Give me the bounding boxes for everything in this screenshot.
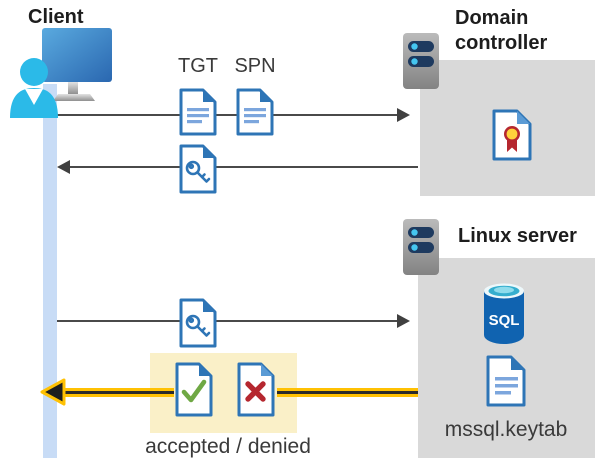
ticket-key-document-icon bbox=[179, 144, 217, 194]
client-label: Client bbox=[28, 6, 84, 28]
yellow-arrowhead-left-icon bbox=[40, 378, 66, 406]
yellow-return-arrow-shaft bbox=[277, 388, 418, 397]
certificate-document-icon bbox=[492, 109, 532, 161]
sql-icon-label: SQL bbox=[489, 312, 520, 329]
domain-controller-label: Domain controller bbox=[455, 7, 548, 54]
arrowhead-right-icon bbox=[397, 314, 410, 328]
tgt-label: TGT bbox=[178, 55, 218, 77]
arrowhead-left-icon bbox=[57, 160, 70, 174]
sql-database-icon: SQL bbox=[484, 283, 524, 344]
arrowhead-right-icon bbox=[397, 108, 410, 122]
tgt-document-icon bbox=[179, 88, 217, 136]
domain-controller-server-icon bbox=[403, 33, 439, 89]
client-lifeline-bar bbox=[43, 84, 57, 458]
spn-document-icon bbox=[236, 88, 274, 136]
client-workstation-icon bbox=[10, 28, 112, 118]
yellow-return-arrow-shaft bbox=[62, 388, 174, 397]
linux-server-icon bbox=[403, 219, 439, 275]
linux-server-label: Linux server bbox=[458, 225, 577, 247]
request-arrow-client-to-linux bbox=[57, 320, 398, 322]
denied-document-icon bbox=[237, 362, 275, 417]
request-arrow-client-to-dc bbox=[57, 114, 398, 116]
keytab-label: mssql.keytab bbox=[444, 418, 568, 441]
response-arrow-dc-to-client bbox=[69, 166, 418, 168]
spn-label: SPN bbox=[234, 55, 276, 77]
accepted-document-icon bbox=[175, 362, 213, 417]
accepted-denied-label: accepted / denied bbox=[145, 435, 311, 458]
ticket-key-document-icon bbox=[179, 298, 217, 348]
keytab-document-icon bbox=[486, 355, 526, 407]
